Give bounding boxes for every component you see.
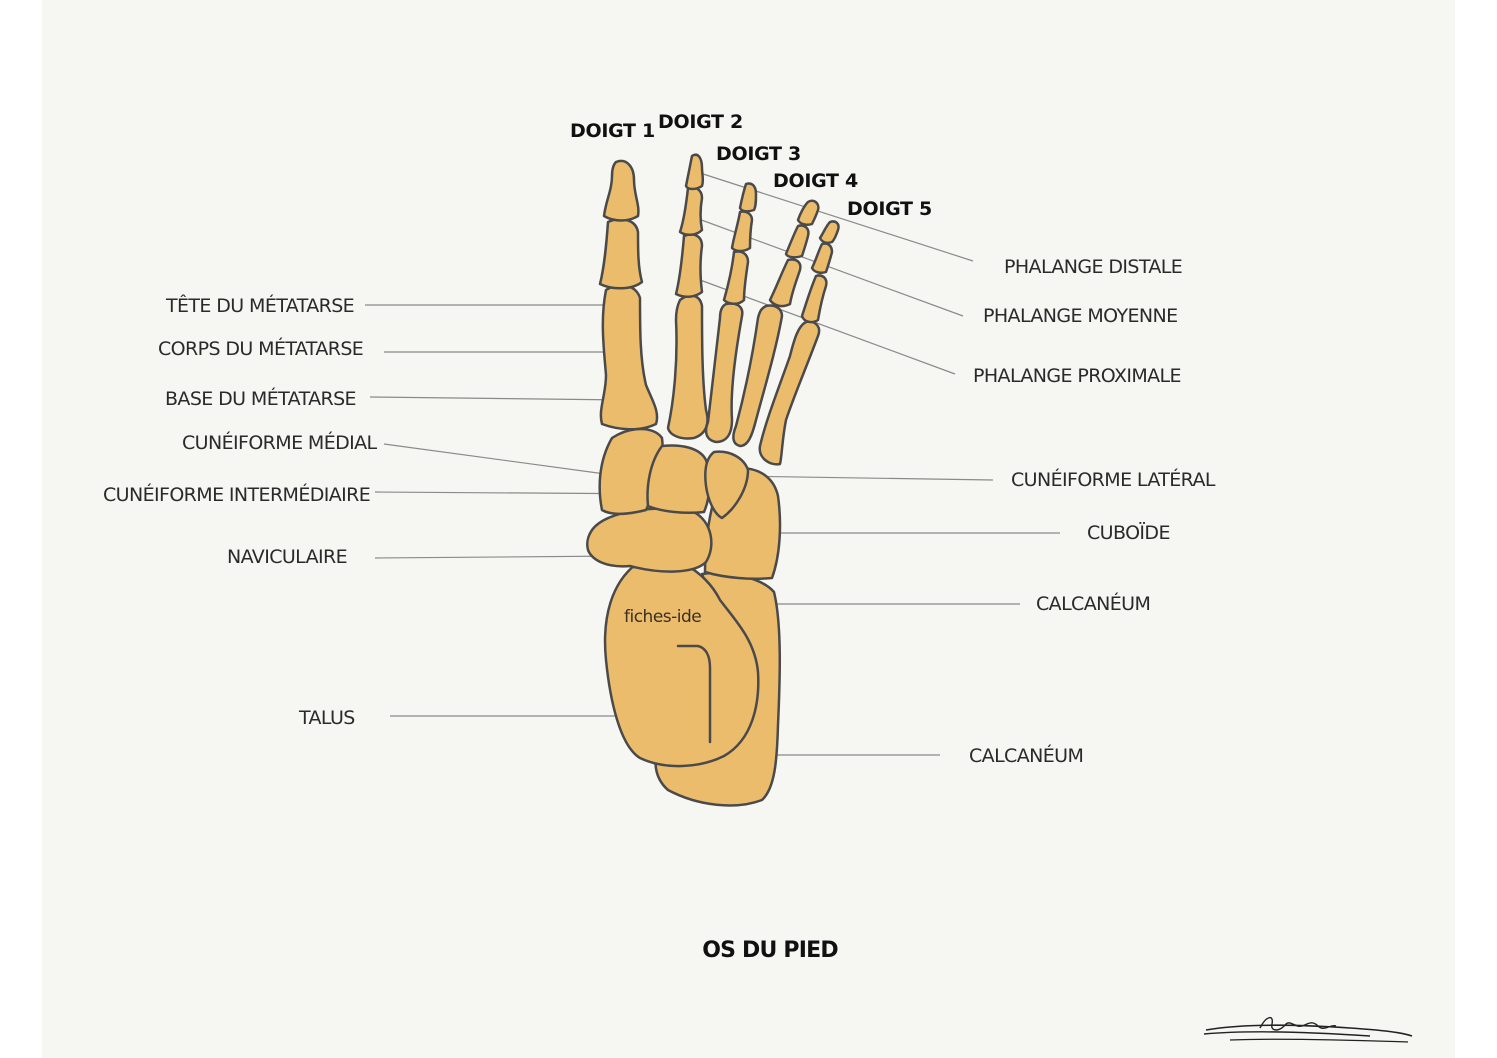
phalange-distale-5	[818, 220, 840, 245]
cuneiforme-lateral-bone	[704, 450, 750, 520]
watermark-text: fiches-ide	[624, 607, 702, 627]
label-cuneiforme-lateral: CUNÉIFORME LATÉRAL	[1011, 469, 1215, 491]
label-talus: TALUS	[299, 707, 355, 729]
phalange-distale-4	[796, 199, 820, 227]
label-calcaneum-upper: CALCANÉUM	[1036, 593, 1151, 615]
phalange-proximale-5	[800, 274, 828, 324]
label-phalange-proximale: PHALANGE PROXIMALE	[973, 365, 1182, 387]
leader-naviculaire	[374, 555, 625, 559]
diagram-title: OS DU PIED	[702, 938, 838, 963]
metatarse-5	[758, 320, 821, 466]
label-phalange-distale: PHALANGE DISTALE	[1004, 256, 1183, 278]
metatarse-2	[666, 294, 709, 440]
leader-cun-medial	[383, 443, 621, 477]
phalange-proximale-2	[674, 233, 704, 298]
label-tete-metatarse: TÊTE DU MÉTATARSE	[166, 295, 355, 317]
phalange-distale-2	[684, 153, 705, 191]
label-doigt-4: DOIGT 4	[773, 170, 858, 192]
metatarse-4	[732, 304, 784, 448]
label-cuneiforme-intermediaire: CUNÉIFORME INTERMÉDIAIRE	[103, 484, 371, 506]
talus-bone	[603, 556, 760, 768]
label-base-metatarse: BASE DU MÉTATARSE	[165, 388, 357, 410]
label-cuneiforme-medial: CUNÉIFORME MÉDIAL	[182, 432, 377, 454]
phalange-moyenne-4	[784, 224, 810, 259]
leader-cun-lateral	[731, 475, 994, 481]
label-doigt-3: DOIGT 3	[716, 143, 801, 165]
label-naviculaire: NAVICULAIRE	[227, 546, 348, 568]
phalange-moyenne-3	[730, 210, 754, 253]
phalange-proximale-1	[598, 218, 644, 290]
label-cuboide: CUBOÏDE	[1087, 522, 1170, 544]
talus-inner-contour	[676, 644, 712, 744]
naviculaire-bone	[585, 507, 713, 573]
label-phalange-moyenne: PHALANGE MOYENNE	[983, 305, 1178, 327]
phalange-proximale-3	[722, 250, 750, 305]
label-doigt-5: DOIGT 5	[847, 198, 932, 220]
signature-scribble	[1203, 1017, 1413, 1043]
label-calcaneum-lower: CALCANÉUM	[969, 745, 1084, 767]
phalange-distale-3	[738, 182, 758, 213]
label-doigt-2: DOIGT 2	[658, 111, 743, 133]
leader-base	[369, 396, 627, 401]
cuneiforme-intermediaire-bone	[646, 444, 711, 514]
label-corps-metatarse: CORPS DU MÉTATARSE	[158, 338, 364, 360]
phalange-distale-1	[602, 159, 640, 222]
phalange-proximale-4	[768, 258, 802, 308]
phalange-moyenne-2	[678, 186, 704, 236]
metatarse-1	[599, 284, 659, 431]
label-doigt-1: DOIGT 1	[570, 120, 655, 142]
phalange-moyenne-5	[810, 242, 834, 275]
metatarse-3	[704, 302, 744, 444]
